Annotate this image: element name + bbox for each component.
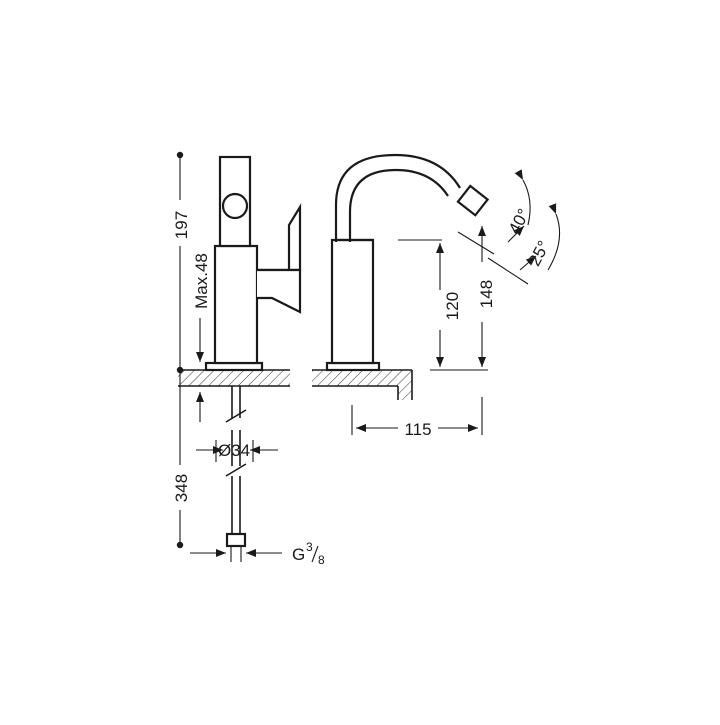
pipe-diameter-34-label: Ø34 <box>218 441 250 460</box>
lever-handle-upper <box>257 203 302 272</box>
thread-numerator: 3 <box>306 540 313 554</box>
spout-height-148-label: 148 <box>477 280 496 308</box>
spout-nozzle <box>456 184 490 217</box>
side-view: 197 348 Max.48 Ø34 G 3 8 <box>172 151 325 567</box>
countertop-left <box>178 370 290 386</box>
connector-nut <box>225 532 247 548</box>
thread-g-label: G <box>292 545 305 564</box>
below-deck-348-label: 348 <box>172 474 191 502</box>
reach-115-label: 115 <box>404 420 431 439</box>
angle-40-label: 40° <box>505 206 534 238</box>
lever-handle-lower <box>257 268 302 314</box>
front-view: 120 148 115 40° 25° <box>312 153 561 439</box>
countertop-right <box>312 370 412 400</box>
thread-denominator: 8 <box>318 553 325 567</box>
cartridge-knob <box>221 192 249 220</box>
mixer-body-front <box>330 238 375 365</box>
angle-25-label: 25° <box>525 238 554 270</box>
max-deck-48-label: Max.48 <box>192 253 211 309</box>
outlet-height-120-label: 120 <box>443 292 462 320</box>
height-197-label: 197 <box>172 211 191 239</box>
mixer-body-side <box>213 244 259 365</box>
